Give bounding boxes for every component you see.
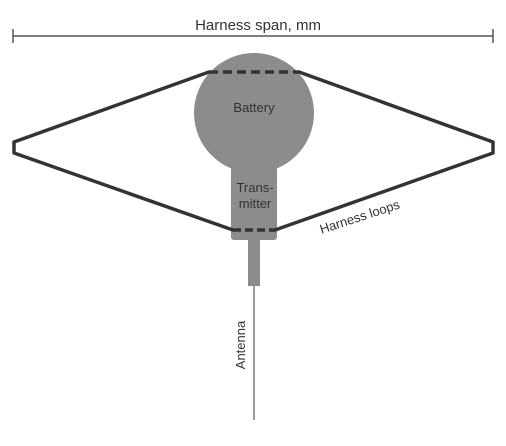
antenna-base xyxy=(248,236,260,286)
harness-loops xyxy=(12,70,495,232)
span-label: Harness span, mm xyxy=(195,17,321,34)
harness-label: Harness loops xyxy=(318,197,402,237)
transmitter-body xyxy=(231,160,277,240)
battery-label: Battery xyxy=(233,100,275,115)
transmitter-label-line2: mitter xyxy=(239,196,272,211)
antenna-label: Antenna xyxy=(233,320,248,369)
transmitter-label-line1: Trans- xyxy=(236,180,273,195)
span-dimension: Harness span, mm xyxy=(12,17,494,43)
battery xyxy=(194,53,314,173)
